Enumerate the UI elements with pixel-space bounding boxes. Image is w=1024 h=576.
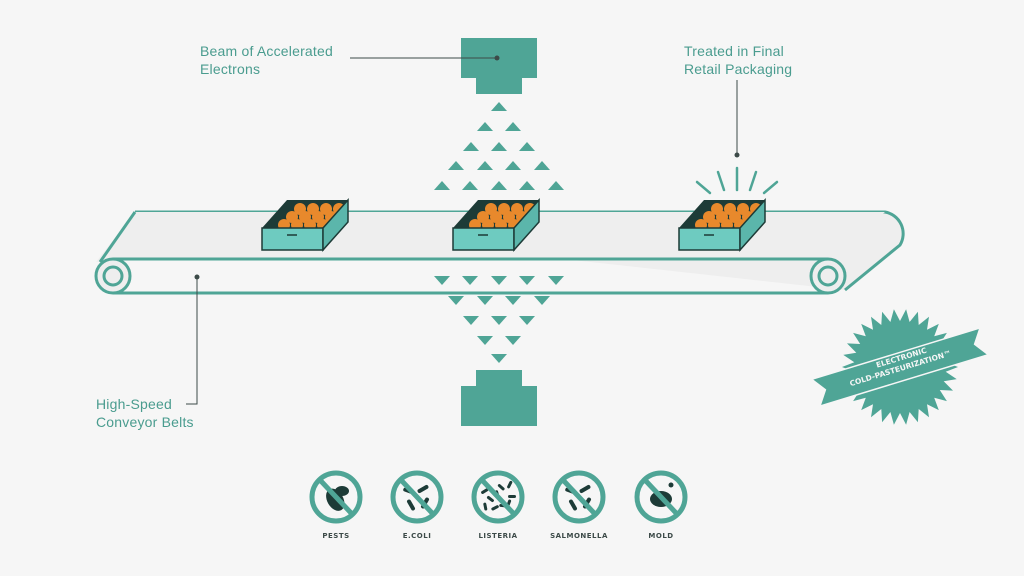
cold-pasteurization-badge: ELECTRONIC COLD-PASTEURIZATION™ (810, 309, 990, 425)
electron-triangle-up (519, 181, 535, 190)
left-roller (94, 257, 132, 295)
salmonella-bacteria-icon (552, 470, 606, 524)
conveyor-callout-dot (194, 274, 200, 280)
electron-triangle-up (505, 161, 521, 170)
electron-triangle-up (434, 181, 450, 190)
electron-triangle-up (462, 181, 478, 190)
electron-triangle-up (448, 161, 464, 170)
right-roller (809, 257, 847, 295)
electron-triangle-down (463, 316, 479, 325)
beam-label-line-1: Beam of Accelerated (200, 43, 333, 59)
pathogen-mold-item: MOLD (634, 470, 688, 540)
pathogen-label: LISTERIA (478, 532, 517, 540)
pathogen-label: PESTS (322, 532, 349, 540)
electron-triangle-up (491, 142, 507, 151)
electron-triangle-down (477, 296, 493, 305)
produce-box (678, 198, 766, 252)
packaging-rays (695, 166, 779, 195)
packaging-label-line-1: Treated in Final (684, 43, 784, 59)
electron-triangle-up (491, 181, 507, 190)
electron-triangle-up (491, 102, 507, 111)
packaging-callout-dot (734, 152, 740, 158)
pathogen-listeria-item: LISTERIA (471, 470, 525, 540)
beam-callout-dot (494, 55, 500, 61)
ecoli-bacteria-icon (390, 470, 444, 524)
electron-triangle-up (477, 122, 493, 131)
pathogen-label: E.COLI (403, 532, 432, 540)
mold-icon (634, 470, 688, 524)
produce-box (452, 198, 540, 252)
electron-triangle-up (534, 161, 550, 170)
electron-triangle-down (491, 276, 507, 285)
electron-triangle-down (505, 296, 521, 305)
fly-icon (309, 470, 363, 524)
electron-triangle-down (491, 316, 507, 325)
electron-emitter-bottom (461, 370, 537, 426)
beam-label: Beam of Accelerated Electrons (200, 42, 333, 78)
right-roller-hub (817, 265, 839, 287)
electron-triangle-down (491, 354, 507, 363)
electron-triangle-down (548, 276, 564, 285)
electron-beam (434, 102, 564, 363)
pathogen-label: MOLD (648, 532, 673, 540)
conveyor-label: High-Speed Conveyor Belts (96, 395, 194, 431)
electron-triangle-up (463, 142, 479, 151)
electron-triangle-down (462, 276, 478, 285)
electron-triangle-down (534, 296, 550, 305)
beam-label-line-2: Electrons (200, 61, 261, 77)
electron-triangle-up (505, 122, 521, 131)
listeria-bacteria-icon (471, 470, 525, 524)
pathogen-salmonella-item: SALMONELLA (550, 470, 608, 540)
electron-triangle-down (434, 276, 450, 285)
electron-triangle-up (548, 181, 564, 190)
left-roller-hub (102, 265, 124, 287)
electron-triangle-up (477, 161, 493, 170)
packaging-label-line-2: Retail Packaging (684, 61, 793, 77)
electron-triangle-down (519, 276, 535, 285)
electron-triangle-down (519, 316, 535, 325)
pathogen-ecoli-item: E.COLI (390, 470, 444, 540)
electron-emitter-top (461, 38, 537, 94)
callout-lines (186, 57, 738, 405)
electron-triangle-up (519, 142, 535, 151)
electron-triangle-down (448, 296, 464, 305)
electron-triangle-down (505, 336, 521, 345)
produce-box (261, 198, 349, 252)
packaging-label: Treated in Final Retail Packaging (684, 42, 792, 78)
conveyor-label-line-1: High-Speed (96, 396, 172, 412)
conveyor-label-line-2: Conveyor Belts (96, 414, 194, 430)
pathogen-pests-item: PESTS (309, 470, 363, 540)
electron-triangle-down (477, 336, 493, 345)
pathogen-label: SALMONELLA (550, 532, 608, 540)
